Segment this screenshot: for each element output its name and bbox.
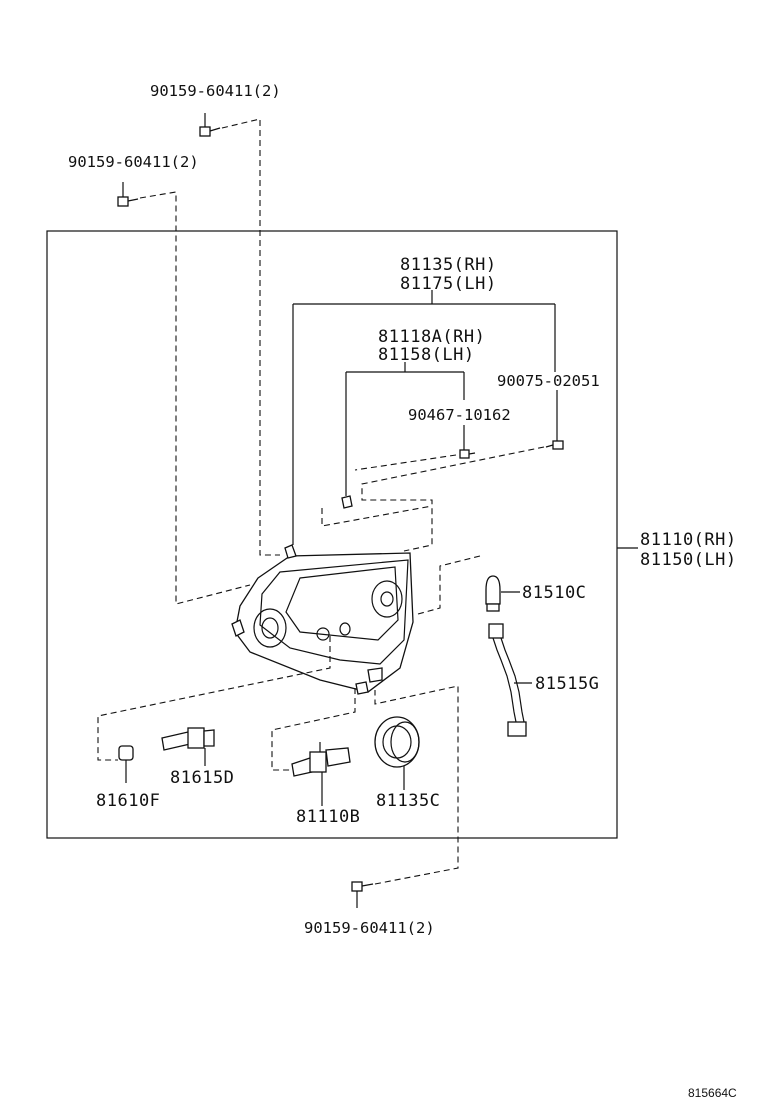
- label-side-bulb: 81510C: [522, 583, 586, 603]
- screw-path: [361, 446, 545, 552]
- label-bolt-left: 90159-60411(2): [68, 153, 199, 171]
- headlamp-assembly-icon: [231, 544, 414, 695]
- label-clip: 90467-10162: [408, 406, 511, 424]
- label-cover: 81135C: [376, 791, 440, 811]
- bolt-top-leader: [221, 118, 280, 556]
- cover-icon: [374, 716, 420, 768]
- reflector-path: [321, 505, 433, 527]
- halogen-path: [271, 688, 356, 771]
- label-bolt-bottom: 90159-60411(2): [304, 919, 435, 937]
- label-wedge-bulb: 81610F: [96, 791, 160, 811]
- bolt-top-icon: [199, 113, 221, 137]
- reflector-clip-icon: [341, 495, 353, 509]
- wedge-bulb-icon: [118, 745, 134, 761]
- bolt-bottom-icon: [351, 881, 374, 908]
- label-housing-lh: 81175(LH): [400, 274, 497, 294]
- label-headlamp-lh: 81150(LH): [640, 550, 737, 570]
- side-bulb-path: [417, 555, 481, 615]
- wedge-bulb-path: [97, 636, 331, 761]
- halogen-bulb-icon: [291, 742, 351, 777]
- label-halogen-bulb: 81110B: [296, 807, 360, 827]
- bolt-left-icon: [117, 182, 139, 207]
- side-bulb-icon: [485, 575, 501, 612]
- assembly-frame: [46, 230, 618, 839]
- clip-icon: [459, 449, 476, 459]
- label-socket: 81615D: [170, 768, 234, 788]
- reflector-bracket: [345, 362, 465, 496]
- label-socket-wire: 81515G: [535, 674, 599, 694]
- housing-bracket: [292, 290, 556, 545]
- label-reflector-lh: 81158(LH): [378, 345, 475, 365]
- clip-path: [354, 454, 457, 471]
- label-headlamp-rh: 81110(RH): [640, 530, 737, 550]
- label-screw: 90075-02051: [497, 372, 600, 390]
- socket-wire-icon: [488, 623, 527, 737]
- figure-code: 815664C: [688, 1086, 737, 1100]
- label-reflector-rh: 81118A(RH): [378, 327, 485, 347]
- label-housing-rh: 81135(RH): [400, 255, 497, 275]
- bolt-left-leader: [139, 191, 251, 605]
- label-bolt-top: 90159-60411(2): [150, 82, 281, 100]
- bolt-bottom-leader: [374, 685, 459, 885]
- screw-icon: [545, 440, 564, 450]
- socket-icon: [161, 727, 215, 751]
